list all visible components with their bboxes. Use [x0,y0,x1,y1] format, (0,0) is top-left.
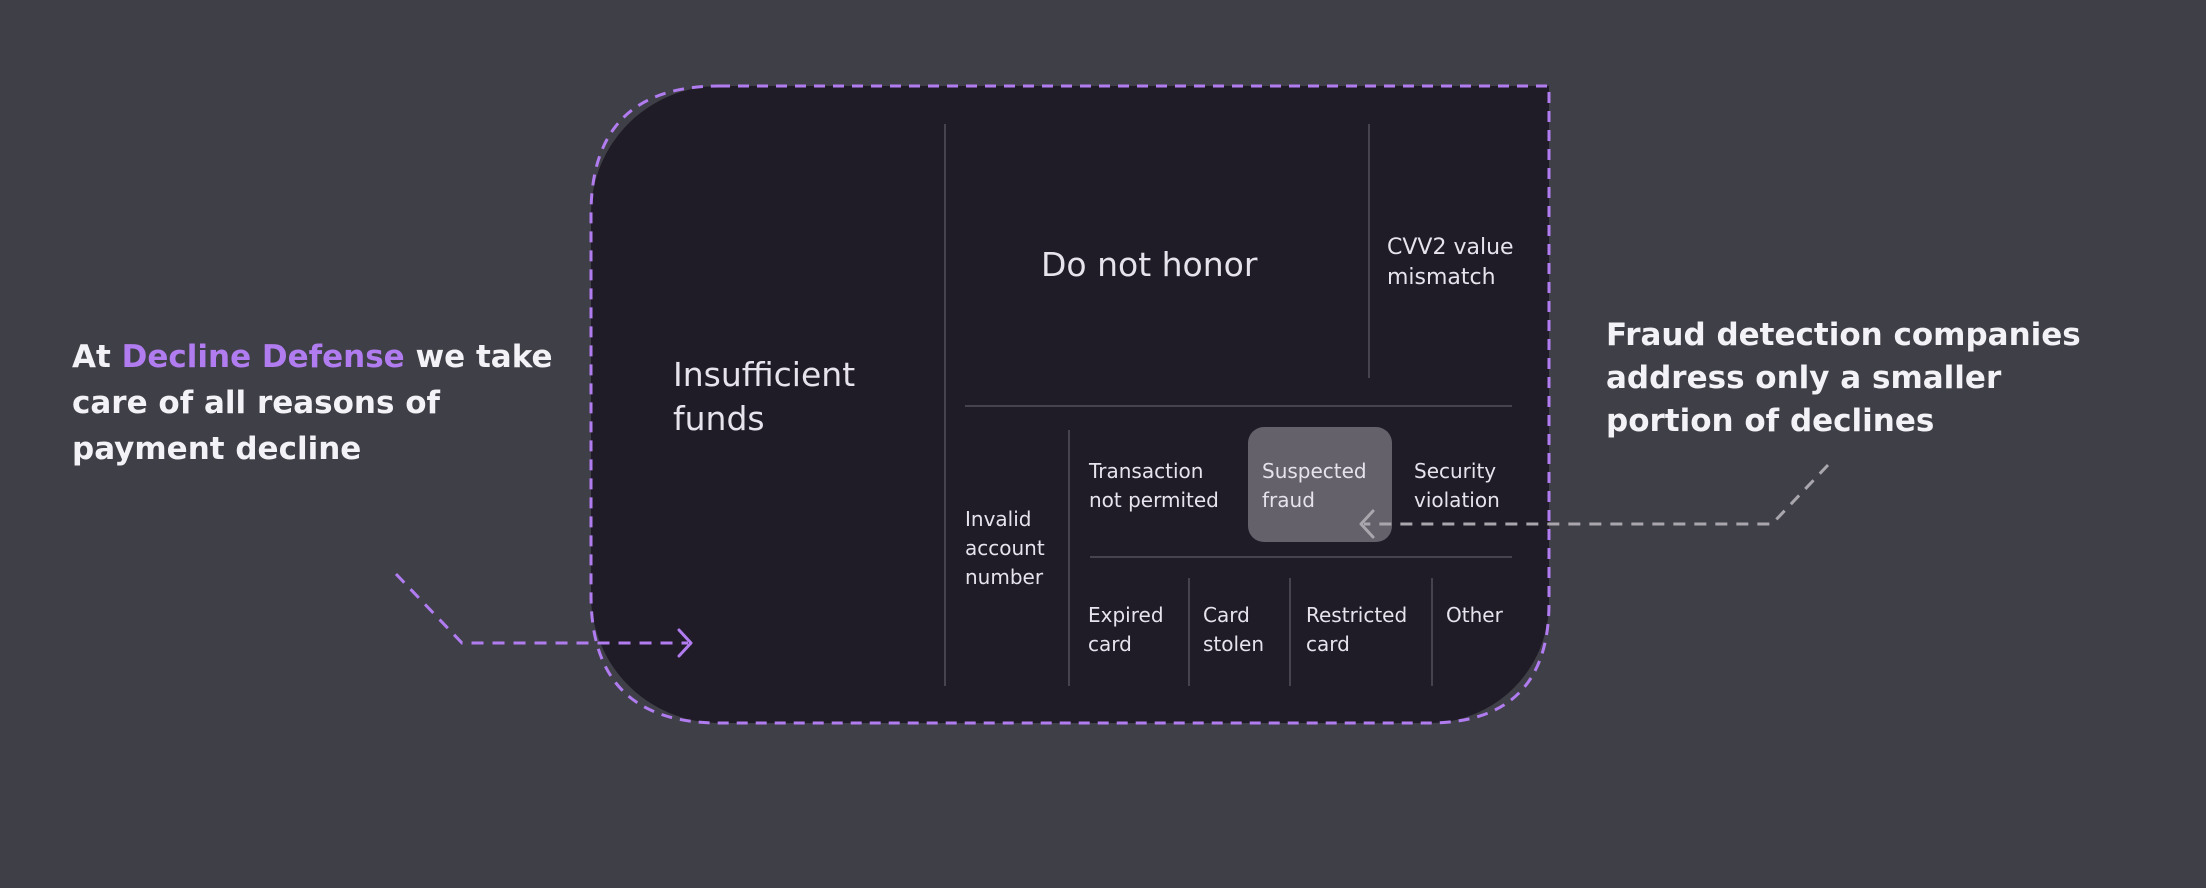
cell-security-violation: Security violation [1414,459,1500,512]
cell-card-stolen: Card stolen [1203,603,1265,656]
divider-bottom-2 [1289,578,1291,686]
cell-other: Other [1446,603,1503,627]
decline-defense-caption: At Decline Defense we take care of all r… [72,334,592,472]
cell-suspected-fraud: Suspected fraud [1262,459,1367,512]
divider-invalid-account [1068,430,1070,686]
cell-expired-card: Expired card [1088,603,1164,656]
cell-restricted-card: Restricted card [1306,603,1408,656]
divider-bottom-1 [1188,578,1190,686]
divider-main-vertical [944,124,946,686]
cell-cvv2-mismatch: CVV2 value mismatch [1387,235,1514,290]
divider-horizontal-main [965,405,1512,407]
divider-bottom-3 [1431,578,1433,686]
cell-do-not-honor: Do not honor [1041,245,1258,284]
caption-suffix: we take care of all reasons of payment d… [72,339,553,467]
caption-prefix: At [72,339,122,375]
cell-transaction-not-permited: Transaction not permited [1089,459,1219,512]
cell-invalid-account-number: Invalid account number [965,507,1045,589]
cell-insufficient-funds: Insufficient funds [673,355,856,438]
fraud-detection-caption: Fraud detection companies address only a… [1606,317,2081,439]
divider-top-vertical [1368,124,1370,378]
brand-name: Decline Defense [121,339,405,375]
divider-horizontal-lower [1090,556,1512,558]
